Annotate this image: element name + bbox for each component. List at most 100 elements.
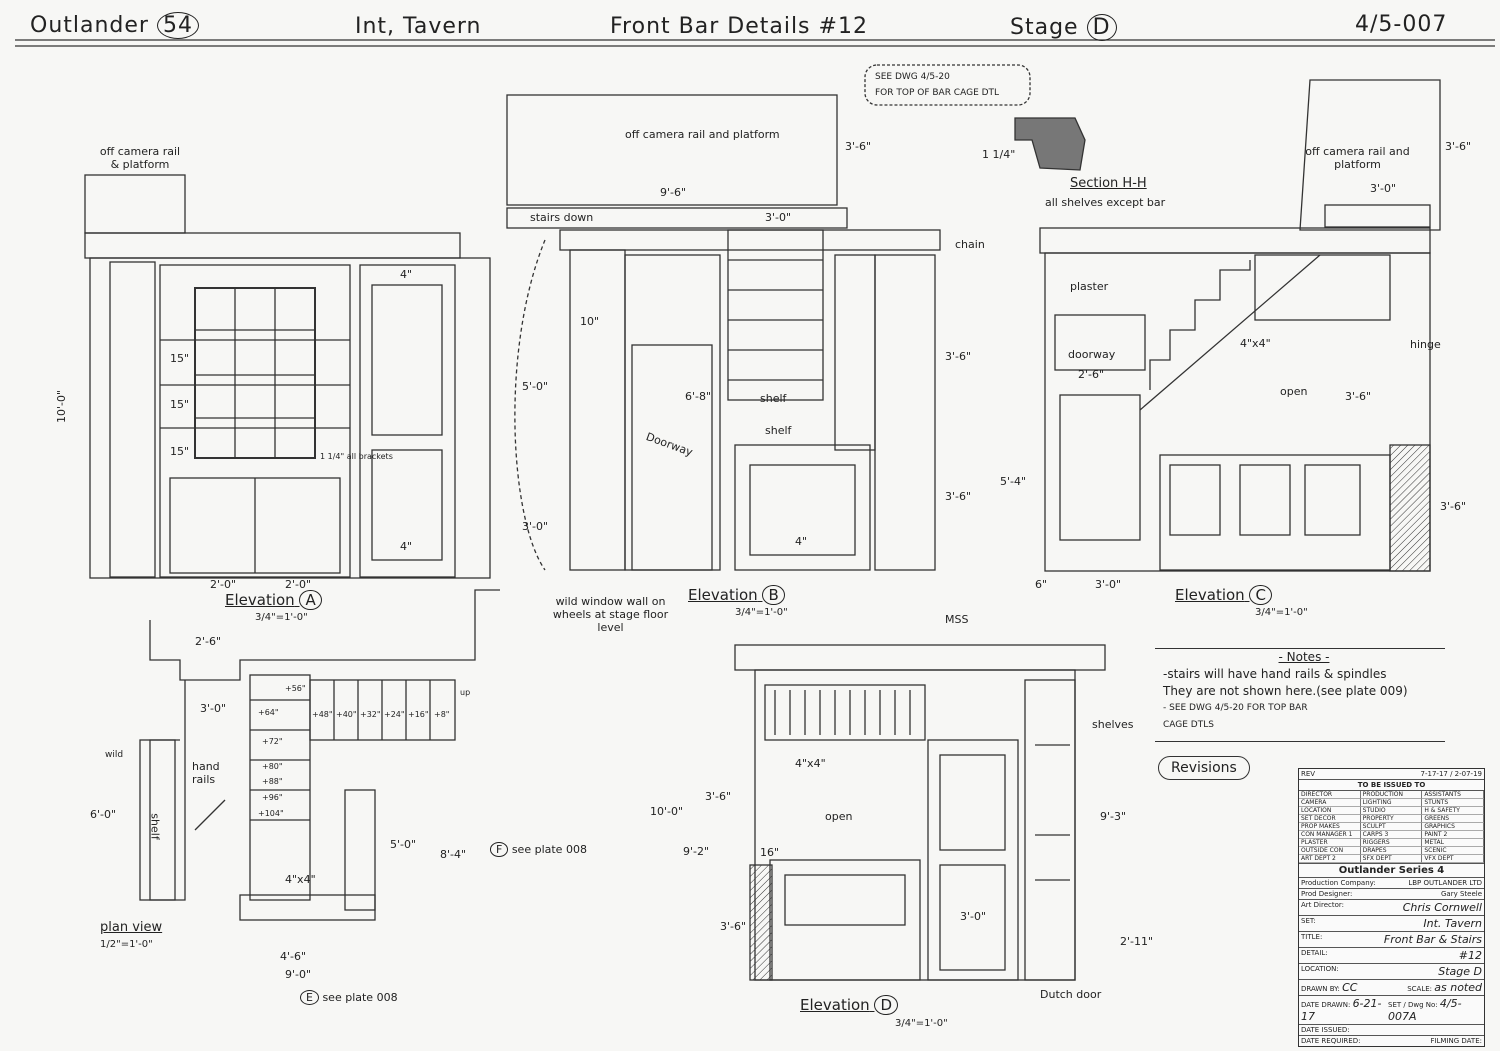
callout-line-1: SEE DWG 4/5-20 xyxy=(875,72,950,82)
elevation-d-drawing xyxy=(734,644,1106,981)
elev-b-label-13: 3'-6" xyxy=(945,490,972,503)
prod-designer-row: Prod Designer:Gary Steele xyxy=(1299,889,1484,900)
section-h-h-profile xyxy=(1014,117,1086,171)
caption-key: A xyxy=(299,590,322,610)
see-plate-e[interactable]: E see plate 008 xyxy=(300,990,398,1005)
drawing-number: 4/5-007 xyxy=(1355,12,1448,37)
plan-label-19: +40" xyxy=(336,710,357,719)
elev-d-label-5: 9'-2" xyxy=(683,845,710,858)
plan-label-14: +80" xyxy=(262,762,283,771)
caption-text: Elevation xyxy=(688,586,758,604)
field-value: Stage D xyxy=(1438,965,1482,978)
elevation-b-drawing xyxy=(506,94,941,571)
plan-label-1: 3'-0" xyxy=(200,702,227,715)
section-title: Section H-H xyxy=(1070,176,1147,191)
elev-b-label-9: shelf xyxy=(765,424,792,437)
department-cell: GREENS xyxy=(1422,815,1484,823)
elev-d-label-2: open xyxy=(825,810,853,823)
field-label: DATE ISSUED: xyxy=(1301,1026,1350,1034)
header-set: Int, Tavern xyxy=(355,14,482,39)
elev-b-label-8: shelf xyxy=(760,392,787,405)
department-cell: GRAPHICS xyxy=(1422,823,1484,831)
elev-a-label-8: 4" xyxy=(400,268,413,281)
revisions-cloud: Revisions xyxy=(1158,756,1250,780)
elev-a-label-2: 15" xyxy=(170,352,190,365)
elev-a-label-6: 2'-0" xyxy=(285,578,312,591)
see-dwg-callout-cloud xyxy=(864,64,1031,106)
note-line: CAGE DTLS xyxy=(1163,720,1214,730)
field-label: FILMING DATE: xyxy=(1430,1037,1482,1045)
elev-b-label-3: stairs down xyxy=(530,211,594,224)
issued-to-heading: TO BE ISSUED TO xyxy=(1299,780,1484,791)
field-label: DATE REQUIRED: xyxy=(1301,1037,1361,1045)
see-plate-f[interactable]: F see plate 008 xyxy=(490,842,587,857)
elev-d-label-1: shelves xyxy=(1092,718,1134,731)
elev-a-label-7: 1 1/4" all brackets xyxy=(320,452,393,461)
revision-value: 7-17-17 / 2-07-19 xyxy=(1420,770,1482,778)
department-cell: PAINT 2 xyxy=(1422,831,1484,839)
department-cell: ASSISTANTS xyxy=(1422,791,1484,799)
elev-a-caption: Elevation A xyxy=(225,590,322,610)
field-value: #12 xyxy=(1458,949,1482,962)
elev-d-scale: 3/4"=1'-0" xyxy=(895,1018,948,1029)
elev-d-label-10: 9'-3" xyxy=(1100,810,1127,823)
department-cell: LOCATION xyxy=(1299,807,1361,815)
header-show: Outlander 54 xyxy=(30,12,199,39)
department-cell: ART DEPT 2 xyxy=(1299,855,1361,863)
plan-label-12: +64" xyxy=(258,708,279,717)
elev-b-note: wild window wall on wheels at stage floo… xyxy=(552,595,669,634)
elev-a-label-1: 10'-0" xyxy=(55,389,69,424)
elev-d-label-8: 3'-0" xyxy=(960,910,987,923)
department-cell: CAMERA xyxy=(1299,799,1361,807)
plan-label-7: 5'-0" xyxy=(390,838,417,851)
elev-b-label-11: 3'-0" xyxy=(522,520,549,533)
elevation-a-drawing xyxy=(84,174,491,579)
elev-b-label-7: 6'-8" xyxy=(685,390,712,403)
department-cell: SCULPT xyxy=(1360,823,1423,831)
see-plate-e-text: see plate 008 xyxy=(322,991,398,1004)
field-value: LBP OUTLANDER LTD xyxy=(1408,879,1482,887)
department-cell: OUTSIDE CON xyxy=(1299,847,1361,855)
department-cell: DRAPES xyxy=(1360,847,1423,855)
art-director-row: Art Director:Chris Cornwell xyxy=(1299,900,1484,916)
elev-c-scale: 3/4"=1'-0" xyxy=(1255,607,1308,618)
plan-label-5: 6'-0" xyxy=(90,808,117,821)
elev-c-label-10: 5'-4" xyxy=(1000,475,1027,488)
elev-b-label-0: off camera rail and platform xyxy=(625,128,780,141)
elev-b-label-15: 4" xyxy=(795,535,808,548)
key-e: E xyxy=(300,990,319,1005)
caption-text: Elevation xyxy=(225,591,295,609)
elev-b-scale: 3/4"=1'-0" xyxy=(735,607,788,618)
plan-caption: plan view xyxy=(100,920,163,935)
date-required-row: DATE REQUIRED: FILMING DATE: xyxy=(1299,1036,1484,1046)
plan-label-17: +104" xyxy=(258,809,284,818)
see-plate-f-text: see plate 008 xyxy=(511,843,587,856)
key-f: F xyxy=(490,842,509,857)
elev-b-caption: Elevation B xyxy=(688,585,785,605)
location-row: LOCATION:Stage D xyxy=(1299,964,1484,980)
elev-c-label-11: 3'-0" xyxy=(1095,578,1122,591)
elevation-c-drawing xyxy=(1039,79,1441,572)
date-issued-row: DATE ISSUED: xyxy=(1299,1025,1484,1036)
elev-d-label-11: 2'-11" xyxy=(1120,935,1154,948)
callout-line-2: FOR TOP OF BAR CAGE DTL xyxy=(875,88,1000,98)
dutch-door-label: Dutch door xyxy=(1040,988,1102,1001)
department-cell: RIGGERS xyxy=(1360,839,1423,847)
elev-c-label-13: 6" xyxy=(1035,578,1048,591)
field-value: Chris Cornwell xyxy=(1402,901,1482,914)
caption-key: C xyxy=(1249,585,1272,605)
elev-a-label-9: 4" xyxy=(400,540,413,553)
plan-label-15: +88" xyxy=(262,777,283,786)
plan-label-24: up xyxy=(460,688,471,697)
plan-label-13: +72" xyxy=(262,737,283,746)
field-value: as noted xyxy=(1434,981,1482,994)
elev-c-label-1: 3'-0" xyxy=(1370,182,1397,195)
elev-c-label-0: off camera rail and platform xyxy=(1305,145,1410,171)
field-label: SET / Dwg No: xyxy=(1388,1001,1438,1009)
elev-b-label-14: 10" xyxy=(580,315,600,328)
elev-d-label-3: 4"x4" xyxy=(795,757,826,770)
field-value: Gary Steele xyxy=(1440,890,1482,898)
field-value: 6-21-17 xyxy=(1301,997,1382,1023)
